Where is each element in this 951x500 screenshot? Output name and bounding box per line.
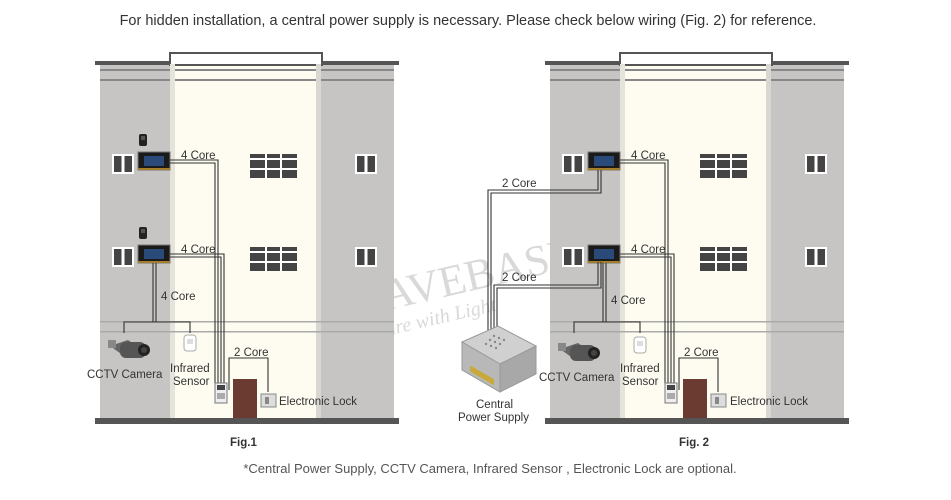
infrared-sensor-icon	[183, 334, 197, 352]
window-icon	[562, 154, 584, 174]
wire-label: 2 Core	[234, 347, 269, 359]
indoor-monitor-icon	[137, 151, 171, 171]
indoor-monitor-icon	[137, 244, 171, 264]
wires-fig2	[487, 159, 719, 392]
wire-label: 2 Core	[502, 272, 537, 284]
optional-components-note: *Central Power Supply, CCTV Camera, Infr…	[243, 461, 737, 476]
indoor-monitor-icon	[587, 151, 621, 171]
camera-label: CCTV Camera	[539, 372, 615, 384]
wire-label: 4 Core	[631, 244, 666, 256]
wire-label: 2 Core	[684, 347, 719, 359]
building-fig2	[544, 52, 850, 425]
indoor-monitor-icon	[587, 244, 621, 264]
wires-fig1	[123, 159, 269, 392]
psu-label: Central	[476, 399, 513, 411]
power-supply-icon	[460, 325, 538, 393]
sensor-label: Sensor	[622, 376, 659, 388]
top-instruction-note: For hidden installation, a central power…	[119, 13, 817, 29]
sensor-label: Infrared	[620, 363, 660, 375]
door	[683, 379, 707, 418]
window-icon	[250, 247, 297, 271]
window-icon	[805, 247, 827, 267]
wire-label: 4 Core	[611, 295, 646, 307]
figure-caption: Fig.1	[230, 437, 257, 449]
figure-caption: Fig. 2	[679, 437, 709, 449]
sensor-label: Sensor	[173, 376, 210, 388]
sensor-label: Infrared	[170, 363, 210, 375]
camera-label: CCTV Camera	[87, 369, 163, 381]
door	[233, 379, 257, 418]
window-icon	[250, 154, 297, 178]
infrared-sensor-icon	[633, 336, 647, 354]
wire-label: 4 Core	[161, 291, 196, 303]
handset-icon	[139, 134, 147, 146]
wire-label: 4 Core	[181, 150, 216, 162]
wire-label: 2 Core	[502, 178, 537, 190]
window-icon	[700, 247, 747, 271]
lock-label: Electronic Lock	[279, 396, 357, 408]
window-icon	[355, 247, 377, 267]
figure-2: 4 Core 4 Core 4 Core 2 Core 2 Core 2 Cor…	[458, 52, 850, 449]
electronic-lock-icon	[710, 393, 727, 408]
window-icon	[562, 247, 584, 267]
lock-label: Electronic Lock	[730, 396, 808, 408]
outdoor-station-icon	[214, 382, 228, 404]
figure-1: 4 Core 4 Core 4 Core 2 Core CCTV Camera …	[87, 52, 400, 449]
window-icon	[112, 247, 134, 267]
handset-icon	[139, 227, 147, 239]
window-icon	[700, 154, 747, 178]
outdoor-station-icon	[664, 382, 678, 404]
electronic-lock-icon	[260, 393, 277, 408]
psu-label: Power Supply	[458, 412, 529, 424]
window-icon	[112, 154, 134, 174]
window-icon	[355, 154, 377, 174]
window-icon	[805, 154, 827, 174]
wire-label: 4 Core	[631, 150, 666, 162]
wire-label: 4 Core	[181, 244, 216, 256]
